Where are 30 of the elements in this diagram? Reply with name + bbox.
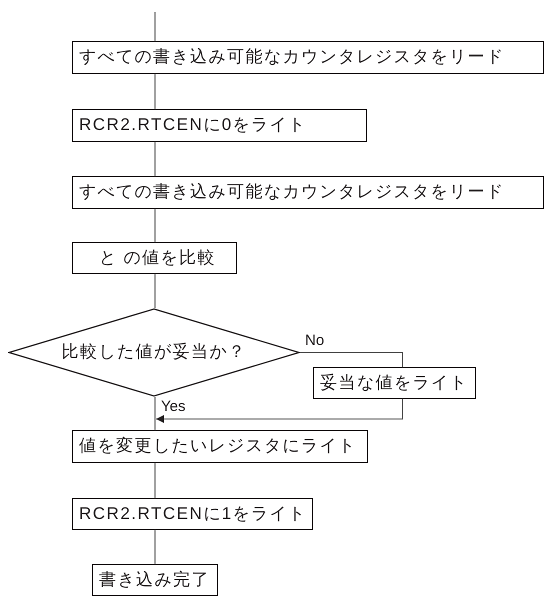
connector-line <box>156 399 404 423</box>
step-text: RCR2.RTCENに0をライト <box>79 116 307 135</box>
connector-line <box>154 274 156 308</box>
step-text: と の値を比較 <box>99 248 216 268</box>
edge-label: No <box>304 333 326 348</box>
connector-line <box>154 142 156 176</box>
decision-diamond <box>8 308 300 397</box>
process-box <box>92 564 218 596</box>
step-text: 書き込み完了 <box>99 570 210 590</box>
edge-label: Yes <box>160 399 186 414</box>
process-box <box>72 41 544 74</box>
process-box <box>72 176 544 209</box>
connector-line <box>154 530 156 564</box>
step-text: 比較した値が妥当か？ <box>62 343 246 362</box>
step-text: RCR2.RTCENに1をライト <box>79 504 307 524</box>
process-box <box>72 498 313 530</box>
connector-line <box>154 209 156 242</box>
process-box <box>72 430 368 463</box>
process-box <box>72 109 367 142</box>
step-text: 妥当な値をライト <box>320 374 468 392</box>
process-box <box>313 367 476 399</box>
connector-line <box>300 352 404 367</box>
step-text: 値を変更したいレジスタにライト <box>79 437 356 456</box>
connector-line <box>154 74 156 109</box>
connector-line <box>154 463 156 498</box>
connector-line <box>154 397 156 430</box>
connector-line <box>154 12 156 41</box>
step-text: すべての書き込み可能なカウンタレジスタをリード <box>79 183 504 202</box>
process-box <box>72 242 237 274</box>
step-text: すべての書き込み可能なカウンタレジスタをリード <box>79 48 504 67</box>
